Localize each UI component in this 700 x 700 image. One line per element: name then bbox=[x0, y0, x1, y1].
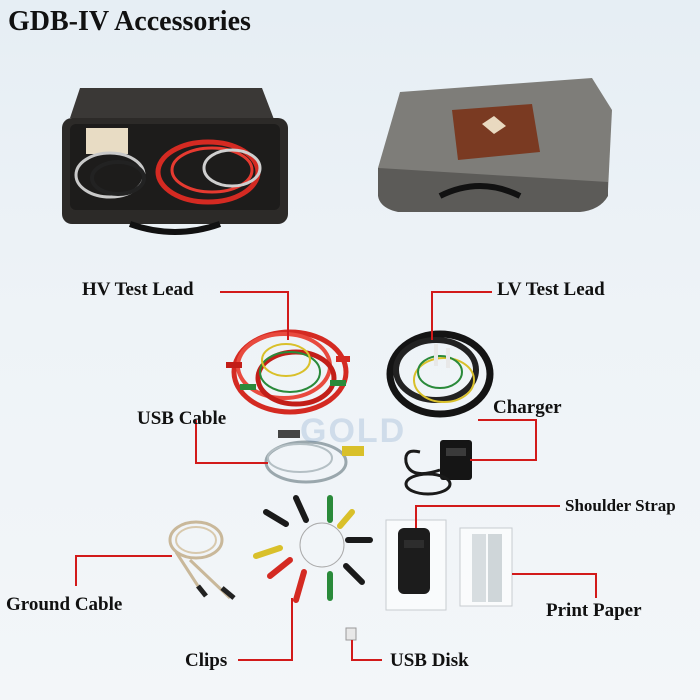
label-usb-disk: USB Disk bbox=[390, 650, 469, 671]
callout-line-lv-test-lead bbox=[431, 291, 492, 340]
watermark-text: GOLD bbox=[300, 412, 407, 450]
open-carrying-case-image bbox=[62, 88, 288, 235]
closed-carrying-case-image bbox=[378, 78, 612, 212]
callout-line-hv-test-lead bbox=[220, 291, 289, 340]
charger-image bbox=[404, 440, 472, 496]
hv-test-lead-image bbox=[226, 329, 350, 415]
ground-cable-image bbox=[168, 520, 236, 600]
label-charger: Charger bbox=[493, 397, 562, 418]
callout-line-shoulder-strap bbox=[415, 505, 560, 528]
label-hv-test-lead: HV Test Lead bbox=[82, 279, 194, 300]
label-ground-cable: Ground Cable bbox=[6, 594, 123, 615]
label-usb-cable: USB Cable bbox=[137, 408, 227, 429]
callout-line-charger bbox=[470, 419, 537, 461]
page-title: GDB-IV Accessories bbox=[8, 6, 251, 37]
clips-image bbox=[253, 495, 373, 603]
print-paper-image bbox=[459, 527, 513, 607]
usb-disk-image bbox=[345, 627, 357, 641]
callout-line-ground-cable bbox=[75, 555, 172, 586]
callout-line-clips bbox=[238, 598, 293, 661]
shoulder-strap-image bbox=[385, 519, 447, 611]
callout-line-usb-cable bbox=[195, 420, 268, 464]
label-lv-test-lead: LV Test Lead bbox=[497, 279, 605, 300]
callout-line-print-paper bbox=[512, 573, 597, 598]
label-shoulder-strap: Shoulder Strap bbox=[565, 496, 676, 515]
lv-test-lead-image bbox=[386, 330, 494, 418]
label-clips: Clips bbox=[185, 650, 228, 671]
label-print-paper: Print Paper bbox=[546, 600, 642, 621]
callout-line-usb-disk bbox=[351, 640, 382, 661]
